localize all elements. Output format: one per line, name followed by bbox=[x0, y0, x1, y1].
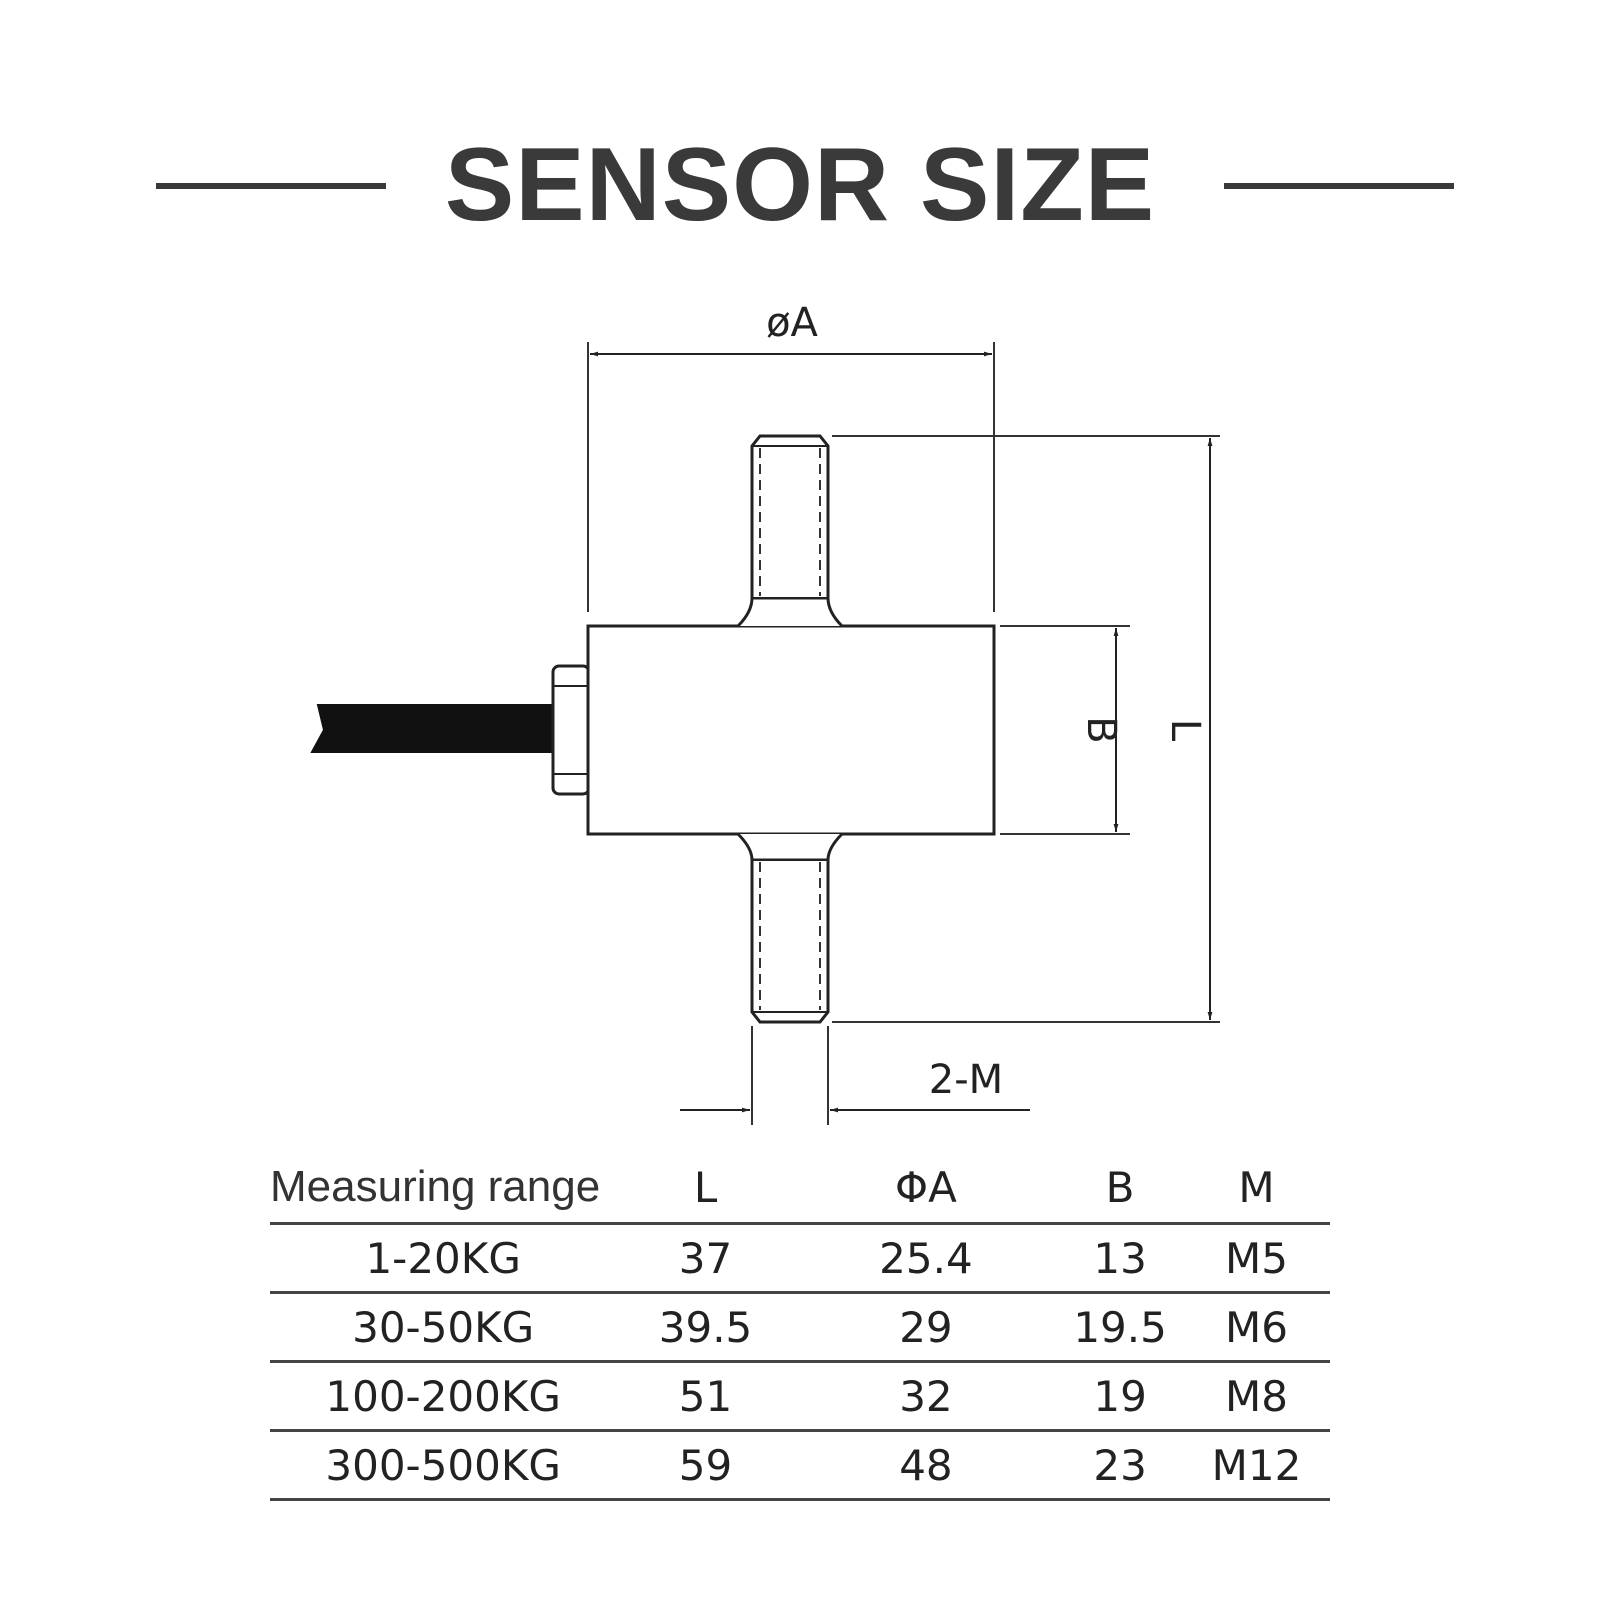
header-m: M bbox=[1238, 1162, 1275, 1212]
header-measuring-range: Measuring range bbox=[270, 1162, 601, 1211]
cell-range: 1-20KG bbox=[270, 1222, 617, 1293]
dimension-label-b: B bbox=[1078, 716, 1124, 743]
cell-b: 19.5 bbox=[1057, 1291, 1184, 1362]
cell-b: 13 bbox=[1057, 1222, 1184, 1293]
sensor-drawing: øA B L 2-M bbox=[310, 300, 1220, 1125]
cell-l: 51 bbox=[616, 1360, 795, 1431]
header-a: ΦA bbox=[895, 1162, 957, 1212]
sensor-body bbox=[586, 624, 996, 836]
cable bbox=[310, 704, 556, 753]
dimension-label-m: 2-M bbox=[929, 1057, 1003, 1103]
dimension-l: L bbox=[832, 435, 1220, 1023]
dimension-m: 2-M bbox=[680, 1026, 1030, 1125]
cell-b: 19 bbox=[1057, 1360, 1184, 1431]
table-row: 1-20KG 37 25.4 13 M5 bbox=[270, 1222, 1330, 1293]
table-header-row: Measuring range L ΦA B M bbox=[270, 1152, 1330, 1224]
cell-m: M8 bbox=[1183, 1360, 1330, 1431]
cell-b: 23 bbox=[1057, 1429, 1184, 1501]
top-threaded-stud bbox=[736, 434, 844, 628]
dimension-label-l: L bbox=[1162, 719, 1208, 742]
cell-range: 30-50KG bbox=[270, 1291, 617, 1362]
cell-a: 29 bbox=[794, 1291, 1058, 1362]
dimension-a: øA bbox=[587, 300, 995, 612]
cell-a: 25.4 bbox=[794, 1222, 1058, 1293]
table-row: 30-50KG 39.5 29 19.5 M6 bbox=[270, 1291, 1330, 1362]
spec-table: Measuring range L ΦA B M 1-20KG 37 25.4 … bbox=[270, 1152, 1330, 1501]
title-rule-left bbox=[156, 183, 386, 189]
cell-range: 100-200KG bbox=[270, 1360, 617, 1431]
dimension-label-a: øA bbox=[766, 300, 818, 346]
page-title: SENSOR SIZE bbox=[444, 127, 1156, 243]
cable-nut bbox=[551, 664, 591, 796]
bottom-threaded-stud bbox=[736, 832, 844, 1024]
cell-a: 48 bbox=[794, 1429, 1058, 1501]
cell-m: M12 bbox=[1183, 1429, 1330, 1501]
cell-l: 39.5 bbox=[616, 1291, 795, 1362]
dimension-b: B bbox=[1000, 625, 1130, 835]
cell-l: 37 bbox=[616, 1222, 795, 1293]
title-rule-right bbox=[1224, 183, 1454, 189]
cell-l: 59 bbox=[616, 1429, 795, 1501]
cell-range: 300-500KG bbox=[270, 1429, 617, 1501]
table-row: 300-500KG 59 48 23 M12 bbox=[270, 1429, 1330, 1501]
header-b: B bbox=[1105, 1162, 1135, 1212]
table-row: 100-200KG 51 32 19 M8 bbox=[270, 1360, 1330, 1431]
cell-a: 32 bbox=[794, 1360, 1058, 1431]
header-l: L bbox=[693, 1162, 718, 1212]
cell-m: M6 bbox=[1183, 1291, 1330, 1362]
cell-m: M5 bbox=[1183, 1222, 1330, 1293]
